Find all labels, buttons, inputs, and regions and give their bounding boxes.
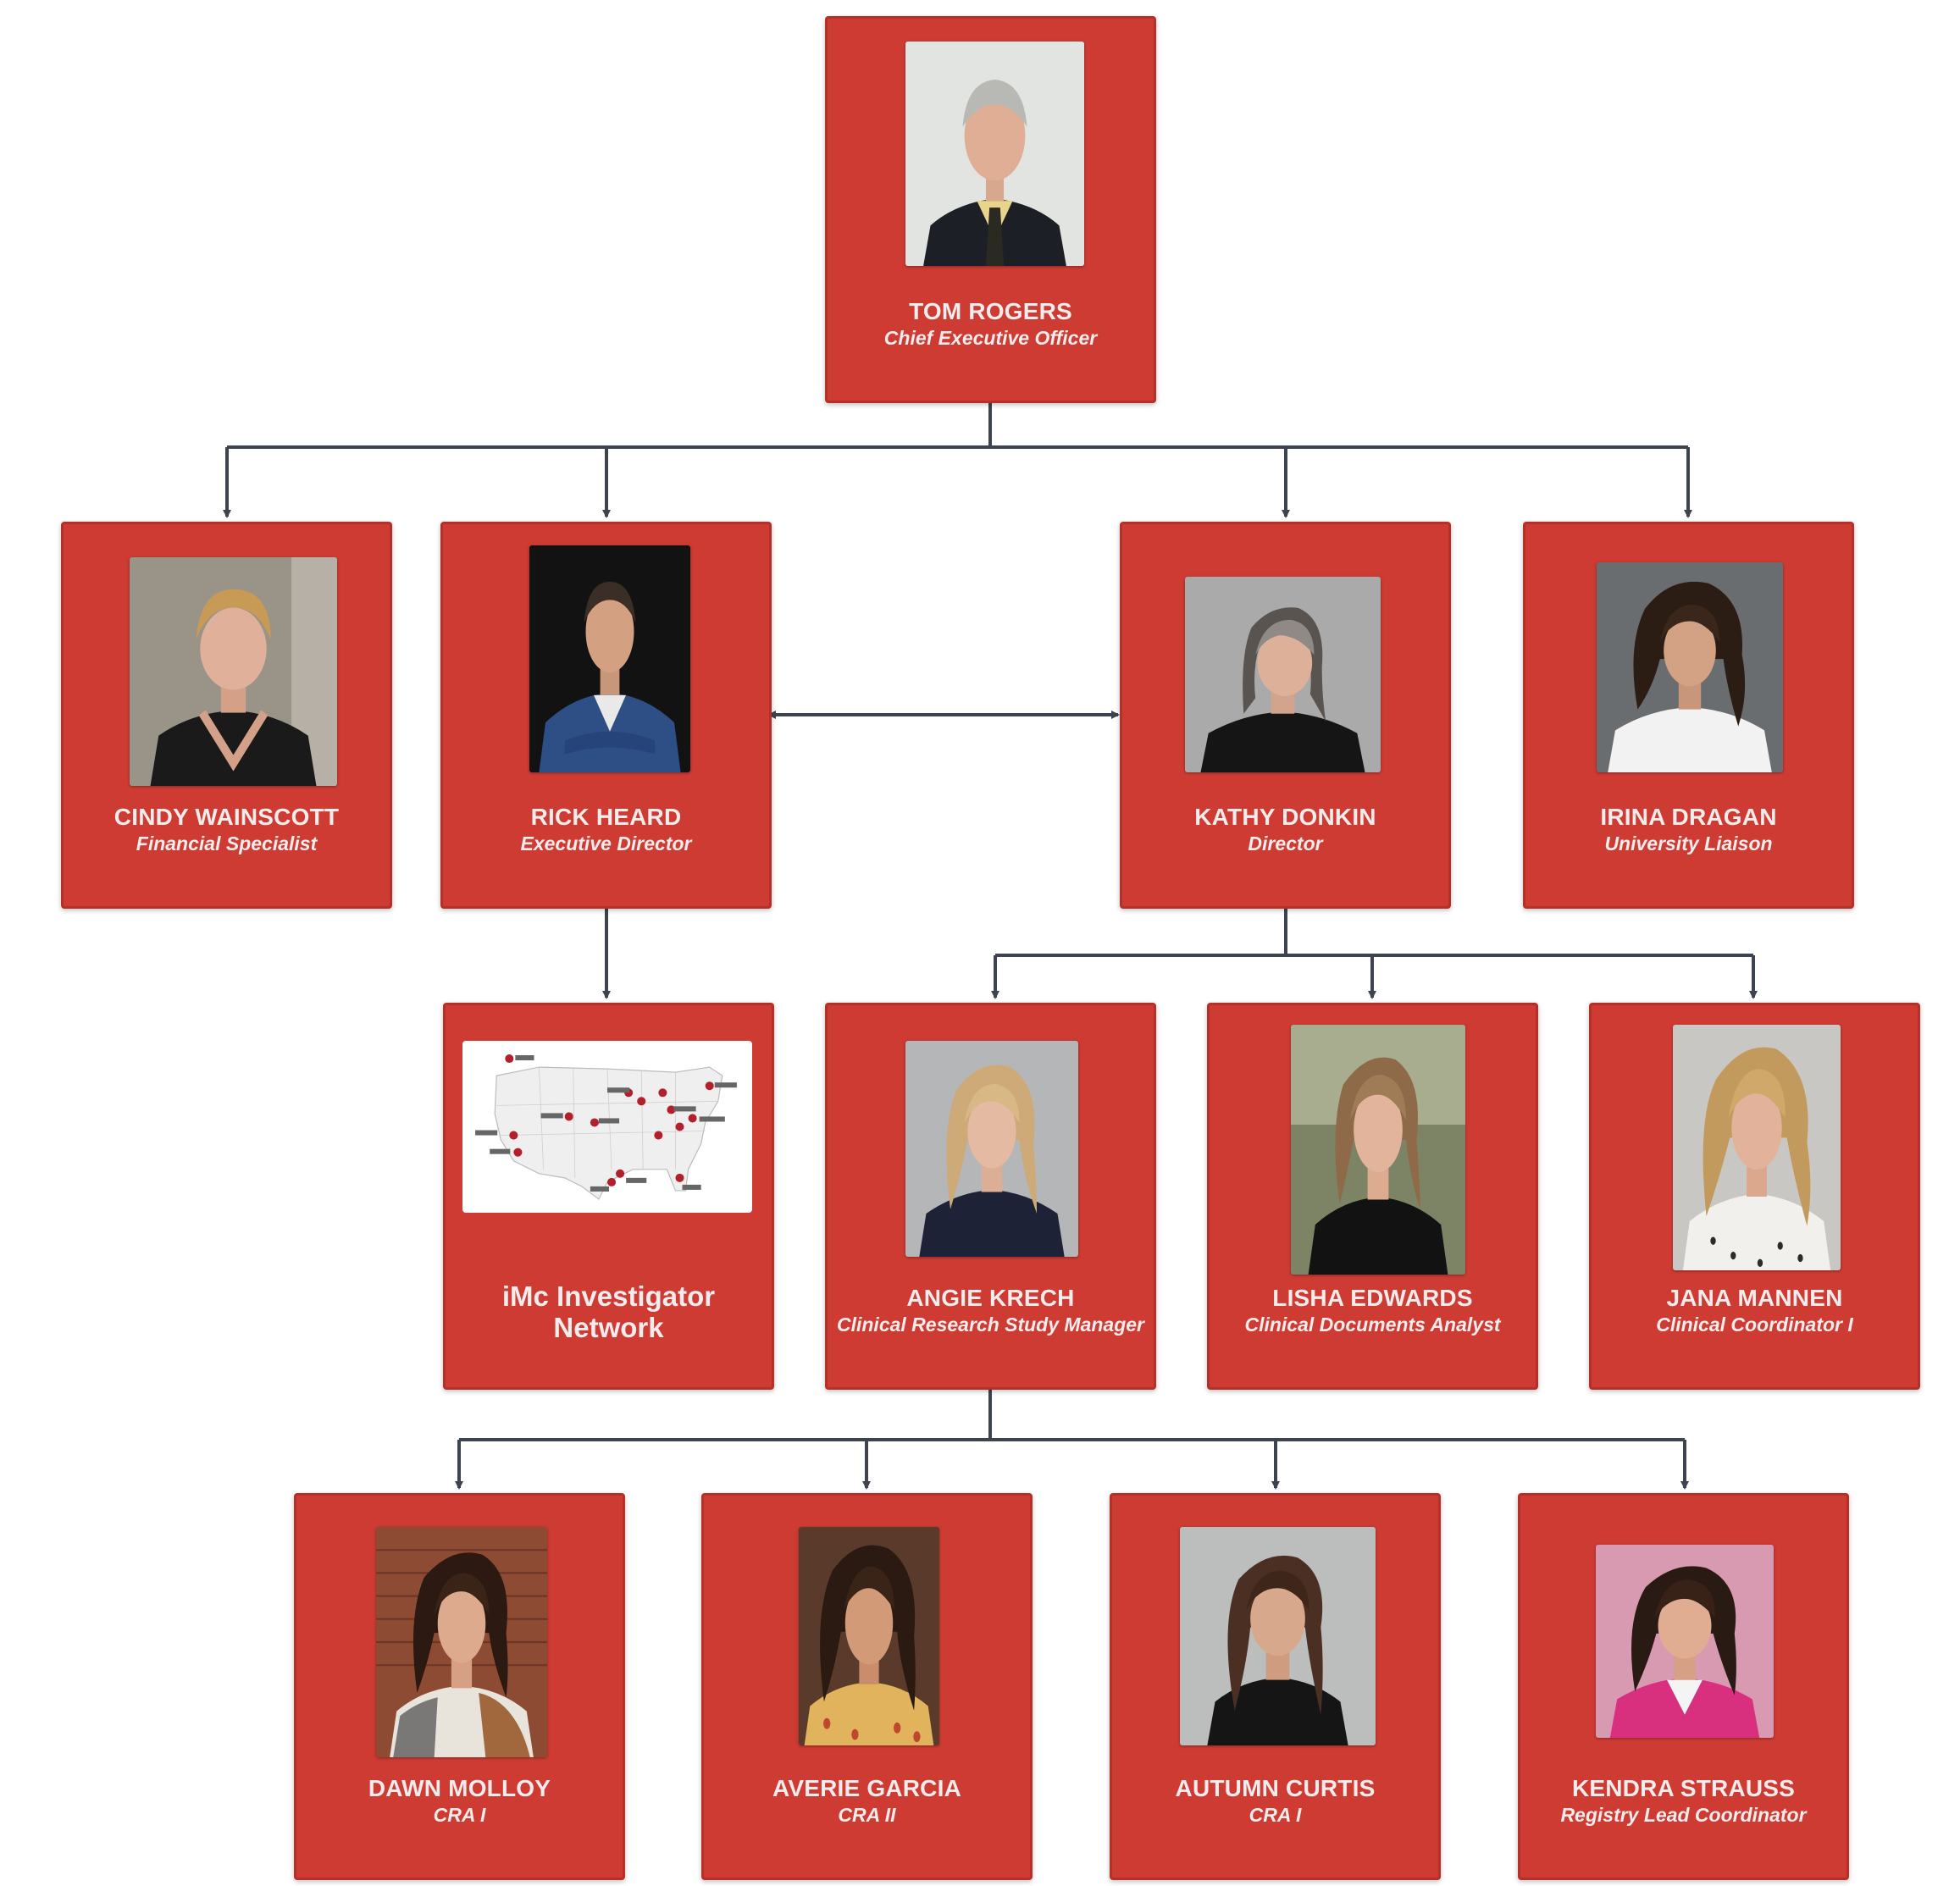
person-title: Registry Lead Coordinator (1560, 1804, 1807, 1826)
person-name: KENDRA STRAUSS (1571, 1775, 1796, 1801)
card-tom-rogers[interactable]: TOM ROGERS Chief Executive Officer (825, 16, 1156, 403)
person-name: KATHY DONKIN (1194, 804, 1376, 830)
person-name: ANGIE KRECH (906, 1285, 1075, 1311)
portrait-angie-krech (905, 1041, 1078, 1257)
card-rick-heard[interactable]: RICK HEARD Executive Director (440, 522, 772, 909)
person-title: Financial Specialist (136, 832, 318, 855)
person-title: Clinical Coordinator I (1656, 1314, 1853, 1336)
person-name: TOM ROGERS (909, 298, 1072, 324)
person-title: Clinical Research Study Manager (836, 1314, 1144, 1336)
card-irina-dragan[interactable]: IRINA DRAGAN University Liaison (1523, 522, 1854, 909)
card-kathy-donkin[interactable]: KATHY DONKIN Director (1120, 522, 1451, 909)
person-title: CRA II (838, 1804, 896, 1826)
portrait-kathy-donkin (1185, 577, 1381, 772)
portrait-jana-mannen (1673, 1025, 1841, 1270)
portrait-kendra-strauss (1596, 1545, 1774, 1738)
card-angie-krech[interactable]: ANGIE KRECH Clinical Research Study Mana… (825, 1003, 1156, 1390)
portrait-autumn-curtis (1180, 1527, 1376, 1745)
person-name: AUTUMN CURTIS (1175, 1775, 1376, 1801)
card-averie-garcia[interactable]: AVERIE GARCIA CRA II (701, 1493, 1033, 1880)
network-label-line-2: Network (553, 1312, 664, 1343)
person-name: IRINA DRAGAN (1600, 804, 1777, 830)
person-title: Chief Executive Officer (883, 327, 1098, 349)
person-name: RICK HEARD (530, 804, 682, 830)
person-title: Clinical Documents Analyst (1244, 1314, 1501, 1336)
card-dawn-molloy[interactable]: DAWN MOLLOY CRA I (294, 1493, 625, 1880)
portrait-rick-heard (529, 545, 690, 772)
card-lisha-edwards[interactable]: LISHA EDWARDS Clinical Documents Analyst (1207, 1003, 1538, 1390)
card-autumn-curtis[interactable]: AUTUMN CURTIS CRA I (1110, 1493, 1441, 1880)
person-name: CINDY WAINSCOTT (114, 804, 340, 830)
portrait-tom-rogers (905, 41, 1084, 266)
portrait-cindy-wainscott (130, 557, 337, 786)
card-kendra-strauss[interactable]: KENDRA STRAUSS Registry Lead Coordinator (1518, 1493, 1849, 1880)
person-name: DAWN MOLLOY (368, 1775, 551, 1801)
person-title: CRA I (1249, 1804, 1302, 1826)
person-name: AVERIE GARCIA (772, 1775, 961, 1801)
card-jana-mannen[interactable]: JANA MANNEN Clinical Coordinator I (1589, 1003, 1920, 1390)
person-title: University Liaison (1604, 832, 1773, 855)
network-label-line-1: iMc Investigator (501, 1280, 716, 1312)
person-name: JANA MANNEN (1666, 1285, 1843, 1311)
card-imc-investigator-network[interactable]: iMc Investigator Network (443, 1003, 774, 1390)
person-title: Director (1248, 832, 1323, 855)
person-title: CRA I (433, 1804, 486, 1826)
person-name: LISHA EDWARDS (1272, 1285, 1473, 1311)
portrait-averie-garcia (799, 1527, 939, 1745)
person-title: Executive Director (520, 832, 692, 855)
portrait-lisha-edwards (1291, 1025, 1465, 1275)
portrait-dawn-molloy (376, 1527, 547, 1757)
card-cindy-wainscott[interactable]: CINDY WAINSCOTT Financial Specialist (61, 522, 392, 909)
us-map-with-pins-icon (462, 1041, 752, 1213)
portrait-irina-dragan (1597, 562, 1783, 772)
